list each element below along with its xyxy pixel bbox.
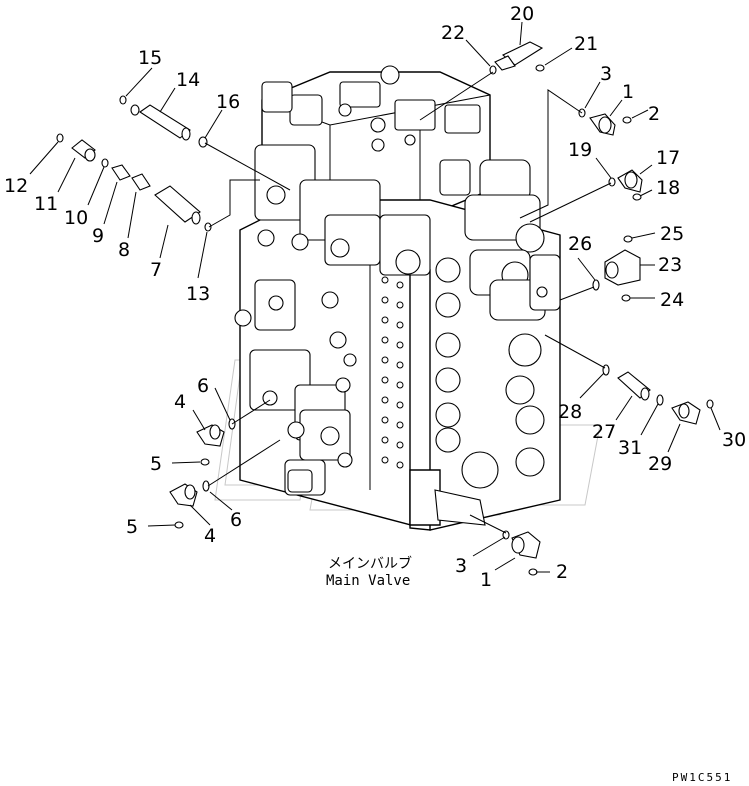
label-1-upper: 1	[622, 81, 634, 103]
label-8: 8	[118, 239, 130, 261]
part-16-oring-icon	[198, 136, 208, 148]
part-25-oring-icon	[623, 235, 633, 243]
label-26: 26	[568, 233, 592, 255]
label-23: 23	[658, 254, 682, 276]
label-16: 16	[216, 91, 240, 113]
main-valve-body	[234, 65, 561, 531]
part-29-elbow-icon	[671, 401, 701, 425]
label-9: 9	[92, 225, 104, 247]
caption-en: Main Valve	[326, 573, 410, 589]
part-1-elbow-lower-icon	[511, 531, 541, 559]
part-27-sleeve-icon	[617, 371, 651, 401]
label-3-upper: 3	[600, 63, 612, 85]
part-19-oring-icon	[608, 177, 616, 187]
port-hole-grid	[381, 276, 404, 469]
drawing-code: PW1C551	[672, 771, 732, 784]
label-6-upper: 6	[197, 375, 209, 397]
part-26-oring-icon	[592, 279, 600, 291]
label-13: 13	[186, 283, 210, 305]
part-2-oring-lower-icon	[528, 568, 538, 576]
exploded-parts	[56, 41, 714, 576]
part-5-oring-lower-icon	[174, 521, 184, 529]
part-13-oring-icon	[204, 222, 212, 232]
label-25: 25	[660, 223, 684, 245]
label-10: 10	[64, 207, 88, 229]
part-22-oring-icon	[489, 65, 497, 75]
label-21: 21	[574, 33, 598, 55]
label-11: 11	[34, 193, 58, 215]
label-1-lower: 1	[480, 569, 492, 591]
label-31: 31	[618, 437, 642, 459]
part-14-icon	[130, 104, 191, 141]
part-24-oring-icon	[621, 294, 631, 302]
part-6-oring-lower-icon	[202, 480, 210, 492]
label-24: 24	[660, 289, 684, 311]
part-7-cartridge-icon	[154, 185, 201, 225]
part-18-oring-icon	[632, 193, 642, 201]
label-18: 18	[656, 177, 680, 199]
part-20-icon	[494, 41, 544, 71]
label-12: 12	[4, 175, 28, 197]
part-30-oring-icon	[706, 399, 714, 409]
label-30: 30	[722, 429, 746, 451]
part-31-oring-icon	[656, 394, 664, 406]
part-21-oring-icon	[535, 64, 545, 72]
label-4-lower: 4	[204, 525, 216, 547]
label-14: 14	[176, 69, 200, 91]
label-6-lower: 6	[230, 509, 242, 531]
part-1-elbow-icon	[589, 113, 616, 136]
label-2-lower: 2	[556, 561, 568, 583]
label-5-upper: 5	[150, 453, 162, 475]
part-4-elbow-lower-icon	[169, 483, 198, 507]
label-3-lower: 3	[455, 555, 467, 577]
part-5-oring-upper-icon	[200, 458, 210, 466]
part-9-spring-icon	[111, 164, 131, 181]
label-2-upper: 2	[648, 103, 660, 125]
label-29: 29	[648, 453, 672, 475]
part-15-oring-icon	[119, 95, 127, 105]
part-10-oring-icon	[101, 158, 109, 168]
part-23-tee-icon	[604, 249, 641, 286]
label-4-upper: 4	[174, 391, 186, 413]
caption-jp: メインバルブ	[328, 555, 412, 572]
part-12-oring-icon	[56, 133, 64, 143]
part-8-poppet-icon	[131, 173, 151, 191]
label-27: 27	[592, 421, 616, 443]
label-22: 22	[441, 22, 465, 44]
part-4-elbow-upper-icon	[196, 424, 225, 447]
label-19: 19	[568, 139, 592, 161]
part-2-oring-icon	[622, 116, 632, 124]
label-7: 7	[150, 259, 162, 281]
label-28: 28	[558, 401, 582, 423]
part-11-fitting-icon	[71, 139, 96, 162]
label-15: 15	[138, 47, 162, 69]
part-17-elbow-icon	[617, 169, 643, 193]
label-20: 20	[510, 3, 534, 25]
label-17: 17	[656, 147, 680, 169]
callout-labels: 20 22 21 15 14 16 3 1 2 19 17 18 12 11 1…	[4, 3, 746, 591]
leader-lines	[29, 21, 721, 573]
spool-caps-right	[435, 159, 561, 489]
label-5-lower: 5	[126, 516, 138, 538]
